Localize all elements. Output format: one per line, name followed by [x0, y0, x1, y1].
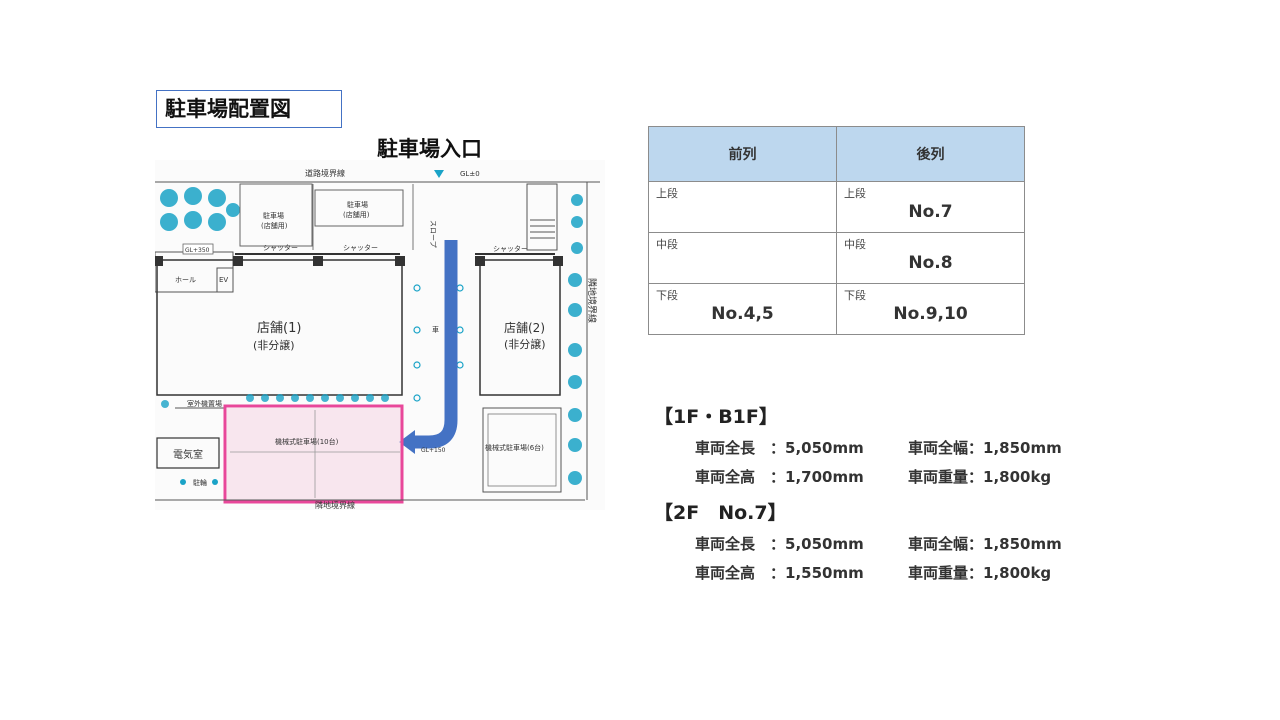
- table-row: 下段 No.4,5 下段 No.9,10: [648, 283, 1025, 335]
- parking-store-1b-label: (店舗用): [261, 221, 288, 230]
- gl-150-label: GL+150: [421, 447, 446, 454]
- gl-350-label: GL+350: [185, 247, 210, 254]
- car-label: 車: [432, 325, 439, 334]
- shutter-label-3: シャッター: [493, 244, 528, 253]
- table-cell: 上段 No.7: [836, 181, 1025, 233]
- spec-1-width: 車両全幅：1,850mm: [908, 439, 1062, 457]
- cell-value: No.7: [908, 202, 953, 222]
- road-boundary-label: 道路境界線: [305, 168, 345, 178]
- bottom-boundary-label: 隣地境界線: [315, 500, 355, 510]
- column-header-back: 後列: [836, 126, 1025, 182]
- cell-tag: 下段: [844, 289, 866, 302]
- neighbor-boundary-label: 隣地境界線: [586, 278, 598, 323]
- spec-1-length: 車両全長 ：5,050mm: [695, 439, 864, 457]
- bicycle-label: 駐輪: [193, 478, 207, 487]
- cell-tag: 中段: [844, 238, 866, 251]
- store-1-label: 店舗(1): [257, 321, 301, 336]
- parking-store-2-label: 駐車場: [347, 200, 368, 209]
- gl-90-label: GL±0: [460, 170, 480, 178]
- cell-tag: 中段: [656, 238, 678, 251]
- table-row: 上段 上段 No.7: [648, 181, 1025, 233]
- spec-2-heading: 【2F No.7】: [654, 502, 787, 524]
- entrance-marker-icon: [434, 170, 444, 178]
- spec-1-heading: 【1F・B1F】: [654, 406, 778, 428]
- cell-value: No.8: [908, 253, 953, 273]
- entrance-label: 駐車場入口: [377, 137, 482, 161]
- parking-floor-plan: 道路境界線 GL±0 駐車場 (店舗用) 駐車場 (店舗用) シャッター シャッ…: [155, 160, 605, 510]
- mech-parking-10-label: 機械式駐車場(10台): [275, 437, 339, 446]
- spec-1-weight: 車両重量：1,800kg: [908, 468, 1052, 486]
- shutter-label-2: シャッター: [343, 243, 378, 252]
- table-cell: 下段 No.9,10: [836, 283, 1025, 335]
- hall-label: ホール: [175, 276, 196, 284]
- highlight-box: [223, 404, 404, 504]
- electric-room-label: 電気室: [173, 448, 203, 461]
- spec-2-width: 車両全幅：1,850mm: [908, 535, 1062, 553]
- cell-value: No.4,5: [711, 304, 774, 324]
- table-cell: 下段 No.4,5: [648, 283, 837, 335]
- parking-store-1-label: 駐車場: [263, 211, 284, 220]
- table-header-row: 前列 後列: [648, 126, 1025, 182]
- table-cell: 中段 No.8: [836, 232, 1025, 284]
- shutter-label-1: シャッター: [263, 243, 298, 252]
- outdoor-unit-label: 室外機置場: [187, 399, 222, 408]
- spec-2-length: 車両全長 ：5,050mm: [695, 535, 864, 553]
- store-2-label: 店舗(2): [504, 321, 545, 335]
- spec-2-weight: 車両重量：1,800kg: [908, 564, 1052, 582]
- table-cell: 中段: [648, 232, 837, 284]
- tree-column-right: [568, 194, 583, 485]
- column-header-front: 前列: [648, 126, 837, 182]
- parking-store-2b-label: (店舗用): [343, 210, 370, 219]
- mech-parking-6-label: 機械式駐車場(6台): [485, 443, 544, 452]
- page-title: 駐車場配置図: [156, 90, 342, 128]
- store-2-sub-label: (非分譲): [504, 337, 546, 351]
- parking-slot-table: 前列 後列 上段 上段 No.7 中段 中段 No.8 下段 No.4,5 下段 No.…: [648, 126, 1025, 335]
- cell-tag: 下段: [656, 289, 678, 302]
- slope-label: スロープ: [429, 220, 437, 248]
- cell-value: No.9,10: [893, 304, 968, 324]
- spec-2-height: 車両全高 ：1,550mm: [695, 564, 864, 582]
- store-1-sub-label: (非分譲): [253, 338, 295, 352]
- cell-tag: 上段: [656, 187, 678, 200]
- spec-1-height: 車両全高 ：1,700mm: [695, 468, 864, 486]
- cell-tag: 上段: [844, 187, 866, 200]
- tree-cluster-left: [160, 187, 240, 231]
- ev-label: EV: [219, 276, 228, 284]
- table-row: 中段 中段 No.8: [648, 232, 1025, 284]
- table-cell: 上段: [648, 181, 837, 233]
- route-arrow-icon: [410, 240, 458, 449]
